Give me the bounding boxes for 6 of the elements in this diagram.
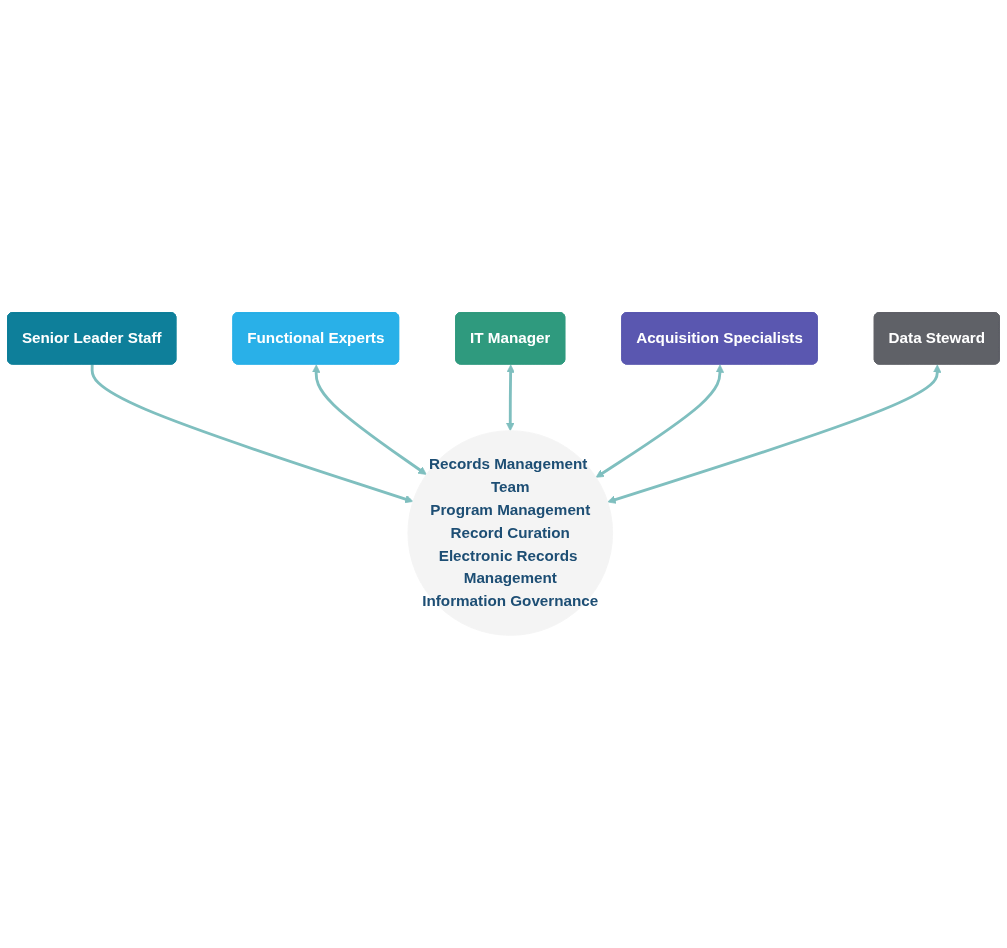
arrow [90, 364, 414, 504]
node-circle: Records Management Team Program Management Record Curation Electronic Records Management Information Governance [407, 430, 614, 636]
arrow [312, 364, 427, 475]
arrow [595, 364, 725, 478]
arrow [607, 364, 942, 504]
arrow [506, 364, 515, 432]
